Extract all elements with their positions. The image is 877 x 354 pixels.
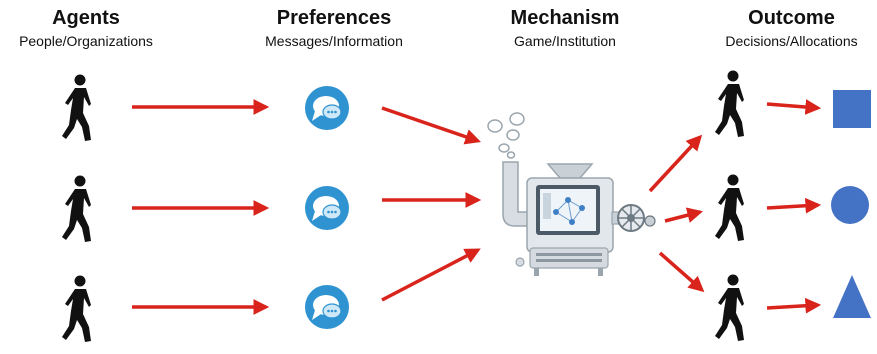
arrow <box>648 134 703 193</box>
arrow <box>766 297 822 314</box>
column-title: Mechanism <box>510 7 620 29</box>
arrow <box>381 248 481 302</box>
column-subtitle: Messages/Information <box>265 33 403 49</box>
circle-icon <box>831 186 869 224</box>
column-header-agents: Agents People/Organizations <box>0 6 172 50</box>
triangle-icon <box>833 275 871 318</box>
preference-chat-bubble-icon <box>304 284 350 330</box>
column-subtitle: People/Organizations <box>19 33 153 49</box>
column-subtitle: Decisions/Allocations <box>725 33 858 49</box>
column-header-preferences: Preferences Messages/Information <box>236 6 432 50</box>
column-header-mechanism: Mechanism Game/Institution <box>480 6 650 50</box>
column-title: Agents <box>52 7 120 29</box>
outcome-person-icon <box>715 274 744 341</box>
arrow <box>381 106 481 145</box>
agent-person-icon <box>62 275 91 342</box>
agent-person-icon <box>62 74 91 141</box>
mechanism-machine-icon <box>487 112 656 276</box>
arrow <box>766 197 822 214</box>
outcome-person-icon <box>715 70 744 137</box>
preference-chat-bubble-icon <box>304 185 350 231</box>
column-header-outcome: Outcome Decisions/Allocations <box>706 6 877 50</box>
arrow <box>766 99 822 115</box>
column-title: Outcome <box>748 7 835 29</box>
outcome-person-icon <box>715 174 744 241</box>
arrow <box>664 207 704 223</box>
square-icon <box>833 90 871 128</box>
column-title: Preferences <box>276 7 392 29</box>
arrow <box>658 251 705 293</box>
column-subtitle: Game/Institution <box>514 33 616 49</box>
preference-chat-bubble-icon <box>304 85 350 131</box>
agent-person-icon <box>62 175 91 242</box>
